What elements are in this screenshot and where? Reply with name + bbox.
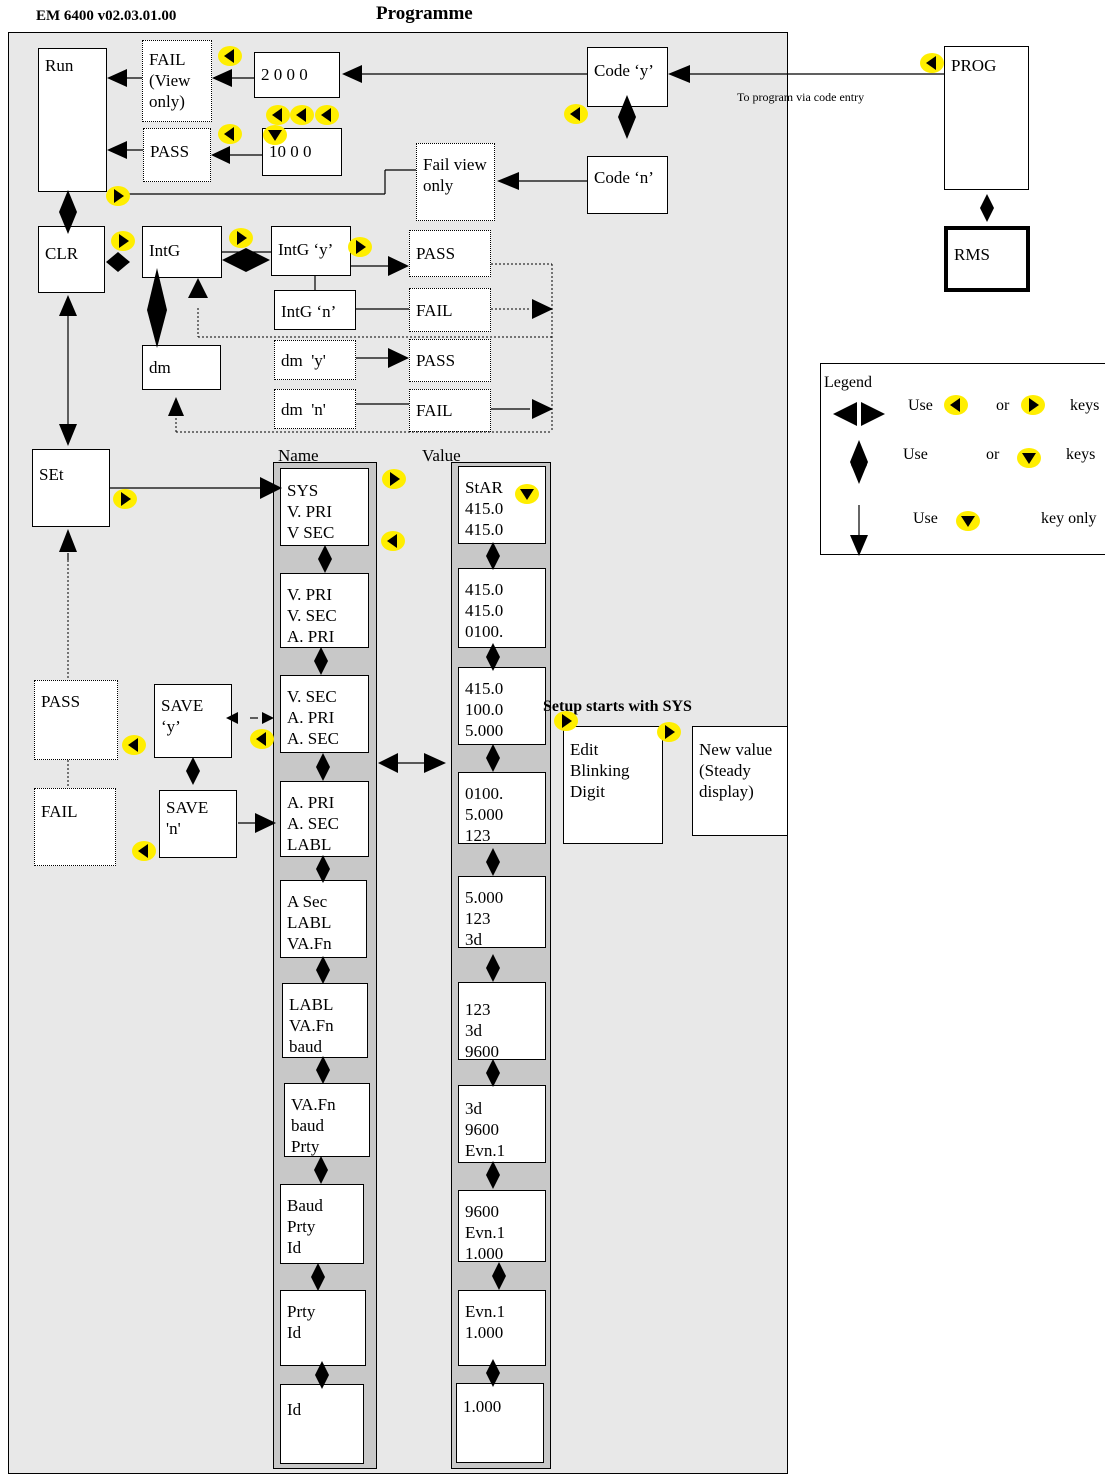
setup-fail-box: FAIL [34,788,116,866]
intg-n-box: IntG ‘n’ [274,290,356,330]
legend-keys-2: keys [1066,446,1096,463]
pass-top-box: PASS [143,128,211,182]
legend-keys-1: keys [1070,397,1100,414]
name-box-3: V. SEC A. PRI A. SEC [280,675,369,753]
name-box-1: SYS V. PRI V SEC [280,468,369,546]
clr-box: CLR [38,226,105,293]
intg-y-box: IntG ‘y’ [271,226,351,276]
new-value-box: New value (Steady display) [692,726,788,836]
value-box-3: 415.0 100.0 5.000 [458,667,546,745]
code-2000-box: 2 0 0 0 [254,52,340,98]
dm-n-fail-box: FAIL [409,389,491,432]
name-box-10: Id [280,1384,364,1464]
value-box-10: 1.000 [456,1383,544,1463]
fail-view-only-box: Fail view only [416,143,495,221]
name-box-7: VA.Fn baud Prty [284,1083,370,1157]
setup-note: Setup starts with SYS [543,698,692,715]
intg-box: IntG [142,226,222,278]
value-box-5: 5.000 123 3d [458,876,546,948]
dm-y-box: dm 'y' [274,340,356,380]
name-box-9: Prty Id [280,1290,366,1366]
legend-use-2: Use [903,446,928,463]
name-box-8: Baud Prty Id [280,1184,364,1264]
value-box-9: Evn.1 1.000 [458,1290,546,1366]
value-box-6: 123 3d 9600 [458,982,546,1061]
dm-n-box: dm 'n' [274,389,356,429]
page-title: Programme [376,3,473,24]
legend-keys-3: key only [1041,510,1097,527]
fail-view-box: FAIL (View only) [142,40,212,122]
save-y-box: SAVE ‘y’ [154,684,232,758]
name-box-2: V. PRI V. SEC A. PRI [280,573,369,648]
legend-or-1: or [996,397,1010,414]
dm-box: dm [142,345,221,390]
prog-box: PROG [944,46,1029,190]
name-box-6: LABL VA.Fn baud [282,983,368,1058]
version-label: EM 6400 v02.03.01.00 [36,8,177,24]
legend-or-2: or [986,446,1000,463]
value-box-4: 0100. 5.000 123 [458,772,546,844]
intg-y-pass-box: PASS [409,230,491,277]
name-box-4: A. PRI A. SEC LABL [280,781,369,857]
save-n-box: SAVE 'n' [159,790,237,858]
value-box-8: 9600 Evn.1 1.000 [458,1190,546,1262]
value-box-2: 415.0 415.0 0100. [458,568,546,648]
name-header: Name [278,446,319,465]
prog-note: To program via code entry [737,90,865,104]
edit-box: Edit Blinking Digit [563,726,663,844]
legend-title: Legend [824,374,872,391]
dm-y-pass-box: PASS [409,339,491,382]
value-header: Value [422,446,461,465]
legend-use-3: Use [913,510,938,527]
name-box-5: A Sec LABL VA.Fn [280,880,367,958]
setup-pass-box: PASS [34,680,118,760]
intg-n-fail-box: FAIL [409,288,491,332]
value-box-1: StAR 415.0 415.0 [458,466,546,544]
run-box: Run [38,48,107,192]
value-box-7: 3d 9600 Evn.1 [458,1085,546,1163]
code-y-box: Code ‘y’ [587,47,668,107]
set-box: SEt [32,449,110,527]
code-n-box: Code ‘n’ [587,156,668,214]
rms-box: RMS [944,226,1030,292]
legend-use-1: Use [908,397,933,414]
